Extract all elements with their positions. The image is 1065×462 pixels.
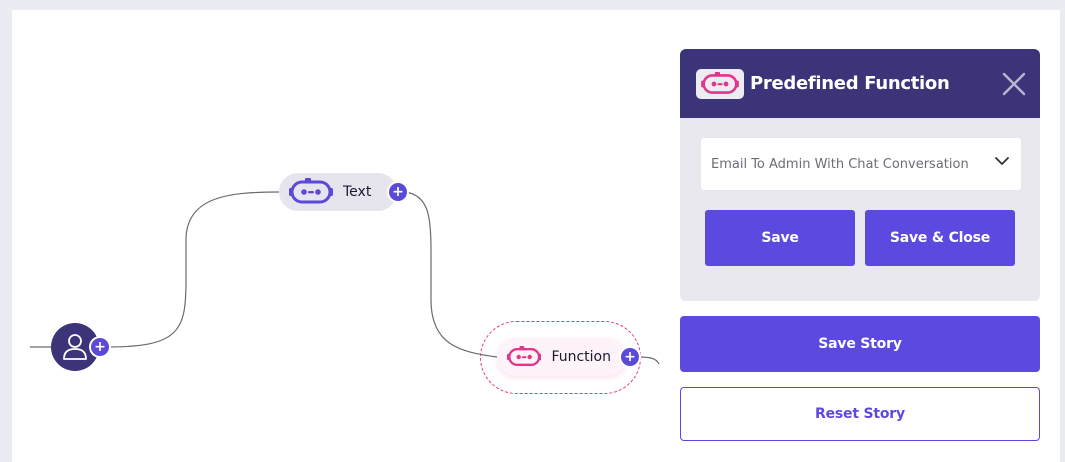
function-node-add-button[interactable]: +	[621, 348, 639, 366]
connector-text-to-function	[405, 191, 498, 358]
panel-header: Predefined Function	[680, 49, 1040, 118]
function-select-value: Email To Admin With Chat Conversation	[711, 156, 969, 172]
bot-icon	[289, 178, 333, 204]
text-node-add-button[interactable]: +	[389, 183, 407, 201]
close-icon[interactable]	[1002, 72, 1026, 96]
panel-title: Predefined Function	[750, 73, 950, 94]
chevron-down-icon	[995, 157, 1009, 165]
function-node-label: Function	[551, 349, 611, 365]
user-node-add-button[interactable]: +	[91, 338, 109, 356]
reset-story-button[interactable]: Reset Story	[680, 387, 1040, 441]
text-node-label: Text	[343, 184, 372, 200]
function-select[interactable]: Email To Admin With Chat Conversation	[701, 138, 1021, 190]
function-node-selection-outline	[480, 321, 641, 394]
connector-user-to-text	[107, 191, 280, 348]
predefined-function-panel: Predefined Function Email To Admin With …	[680, 49, 1040, 301]
save-button[interactable]: Save	[705, 210, 855, 266]
connector-function-out	[637, 356, 660, 365]
user-icon	[63, 334, 87, 360]
panel-logo	[696, 68, 744, 99]
save-and-close-button[interactable]: Save & Close	[865, 210, 1015, 266]
bot-icon	[507, 346, 542, 367]
save-story-button[interactable]: Save Story	[680, 316, 1040, 372]
text-node[interactable]: Text	[279, 173, 397, 211]
bot-icon	[701, 71, 739, 94]
function-node[interactable]: Function	[497, 338, 627, 376]
